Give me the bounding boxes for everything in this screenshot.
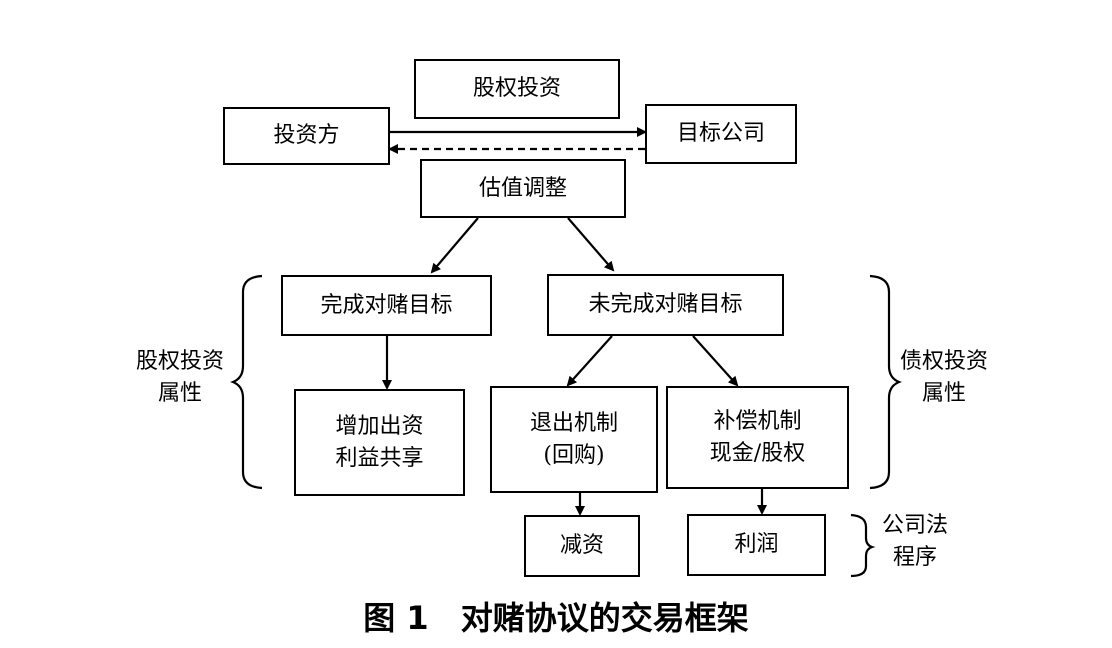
company-law-label: 公司法 程序 <box>872 510 958 574</box>
company-law-line2: 程序 <box>892 545 937 570</box>
capital-reduction-label: 减资 <box>559 533 604 558</box>
arrow-valuation-to-achieved <box>430 217 479 274</box>
investor-box: 投资方 <box>223 107 390 165</box>
goal-achieved-label: 完成对赌目标 <box>320 292 453 318</box>
arrow-valuation-to-not-achieved <box>567 217 615 272</box>
brace-right <box>869 274 902 490</box>
capital-reduction-box: 减资 <box>524 515 640 577</box>
equity-attribute-label: 股权投资 属性 <box>128 346 232 410</box>
goal-not-achieved-label: 未完成对赌目标 <box>588 292 743 317</box>
figure-caption: 图 1 对赌协议的交易框架 <box>363 599 749 637</box>
target-company-label: 目标公司 <box>676 121 765 146</box>
target-company-box: 目标公司 <box>645 104 797 164</box>
investor-label: 投资方 <box>273 123 340 148</box>
equity-investment-box: 股权投资 <box>414 59 620 119</box>
exit-mechanism-line2: (回购) <box>543 442 605 468</box>
capital-increase-line2: 利益共享 <box>335 445 424 471</box>
debt-attribute-line1: 债权投资 <box>899 349 988 374</box>
valuation-adjustment-box: 估值调整 <box>420 159 626 218</box>
equity-attribute-line1: 股权投资 <box>135 349 224 374</box>
arrow-not-achieved-to-exit <box>566 335 613 387</box>
profit-box: 利润 <box>687 514 826 576</box>
debt-attribute-label: 债权投资 属性 <box>890 346 998 410</box>
equity-investment-label: 股权投资 <box>472 76 561 101</box>
company-law-line1: 公司法 <box>881 513 948 538</box>
capital-increase-box: 增加出资 利益共享 <box>294 389 465 496</box>
compensation-mechanism-line2: 现金/股权 <box>709 440 806 466</box>
equity-attribute-line2: 属性 <box>157 381 202 406</box>
exit-mechanism-line1: 退出机制 <box>529 410 618 436</box>
exit-mechanism-box: 退出机制 (回购) <box>490 386 658 493</box>
goal-achieved-box: 完成对赌目标 <box>281 275 492 336</box>
brace-company-law <box>850 513 876 578</box>
goal-not-achieved-box: 未完成对赌目标 <box>547 274 784 336</box>
valuation-adjustment-label: 估值调整 <box>478 175 567 201</box>
capital-increase-line1: 增加出资 <box>335 413 424 439</box>
brace-left <box>230 274 263 490</box>
compensation-mechanism-box: 补偿机制 现金/股权 <box>666 386 849 489</box>
compensation-mechanism-line1: 补偿机制 <box>713 408 802 434</box>
debt-attribute-line2: 属性 <box>921 381 966 406</box>
profit-label: 利润 <box>734 532 779 557</box>
arrow-not-achieved-to-compensation <box>692 335 739 387</box>
